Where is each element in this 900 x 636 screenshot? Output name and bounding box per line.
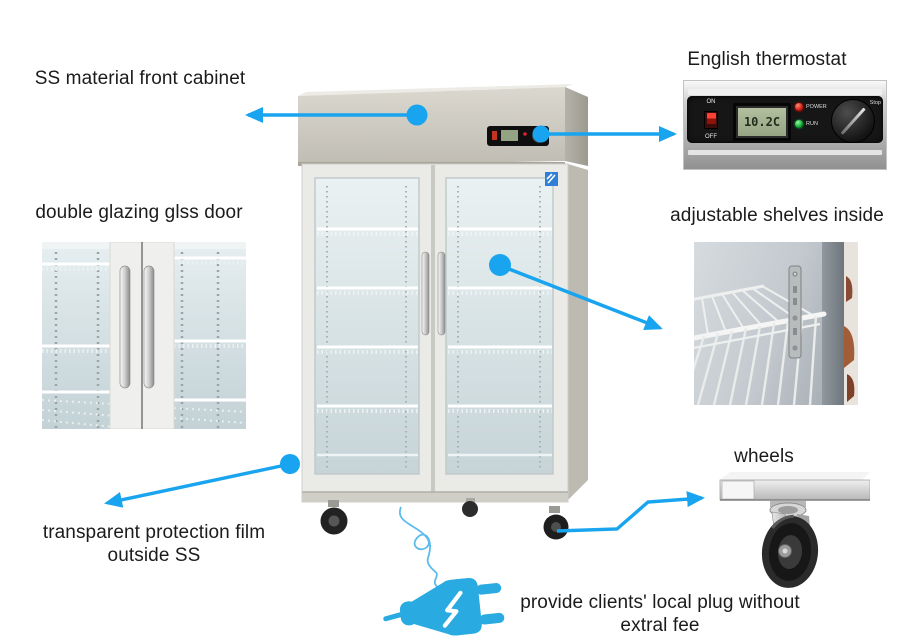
dot-on-control-panel xyxy=(532,125,550,143)
power-cord-line xyxy=(399,506,440,590)
glass-door-photo xyxy=(42,242,246,429)
arrow-to-thermostat xyxy=(532,125,677,143)
brand-sticker xyxy=(545,172,558,186)
door-handles xyxy=(421,251,446,336)
film-label-line2: outside SS xyxy=(107,545,201,567)
thermostat-dial xyxy=(831,99,875,143)
run-led-label: RUN xyxy=(806,121,818,127)
power-switch xyxy=(704,110,718,129)
panel-trim xyxy=(688,150,882,155)
callout-film-label: transparent protection film outside SS xyxy=(28,521,280,567)
callout-wheels-label: wheels xyxy=(734,446,794,467)
lcd-reading: 10.2C xyxy=(738,108,786,136)
refrigerator-photo xyxy=(298,84,588,540)
arrow-to-wheels xyxy=(556,491,705,533)
casters xyxy=(320,498,569,540)
thermostat-control-panel: ON OFF 10.2C POWER RUN Stop xyxy=(687,96,883,143)
shelf-bracket xyxy=(788,265,802,359)
dot-on-left-door xyxy=(280,454,300,474)
off-label: OFF xyxy=(705,134,717,140)
dot-on-right-door xyxy=(489,254,511,276)
film-label-line1: transparent protection film xyxy=(42,522,266,543)
arrow-to-shelves xyxy=(489,254,663,330)
callout-ss-cabinet-label: SS material front cabinet xyxy=(34,68,246,89)
callout-glass-door-label: double glazing glss door xyxy=(35,202,243,223)
plug-label-line1: provide clients' local plug without xyxy=(520,592,800,613)
run-led xyxy=(795,120,803,128)
on-label: ON xyxy=(706,99,716,105)
callout-plug-label: provide clients' local plug without extr… xyxy=(498,591,822,636)
power-led-label: POWER xyxy=(806,104,827,110)
arrow-to-film xyxy=(104,454,300,508)
panel-trim xyxy=(688,89,882,95)
thermostat-photo: ON OFF 10.2C POWER RUN Stop xyxy=(683,80,887,170)
callout-thermostat-label: English thermostat xyxy=(687,49,847,70)
dot-on-cabinet xyxy=(406,104,428,126)
shelves-photo xyxy=(694,242,858,405)
power-led xyxy=(795,103,803,111)
arrow-to-cabinet xyxy=(245,104,428,126)
power-plug-icon xyxy=(383,577,505,636)
wheel-photo xyxy=(712,468,870,592)
wire-shelves xyxy=(317,227,552,457)
plug-label-line2: extral fee xyxy=(620,615,700,636)
temperature-display: 10.2C xyxy=(733,103,791,141)
dial-stop-label: Stop xyxy=(869,100,881,106)
callout-shelves-label: adjustable shelves inside xyxy=(670,205,884,226)
